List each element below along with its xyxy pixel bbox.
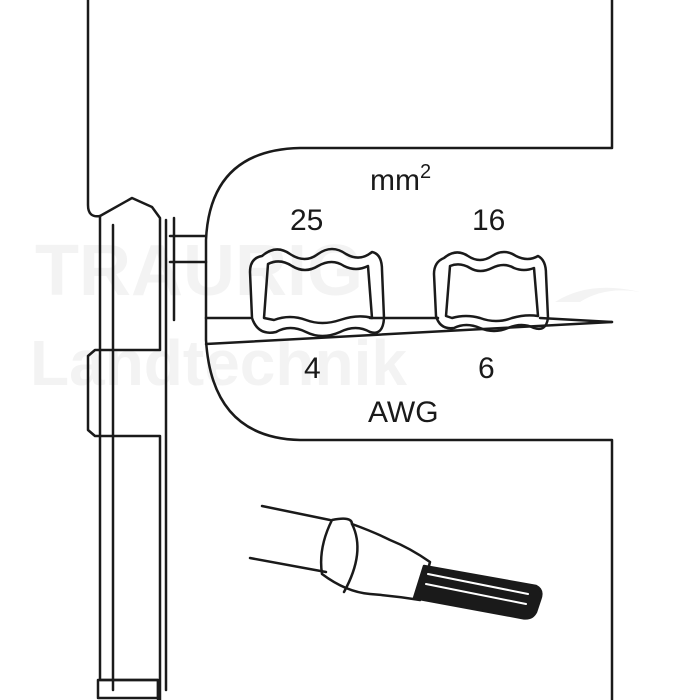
awg-size-4: 4 [304,352,321,385]
awg-size-6: 6 [478,352,495,385]
ferrule-tip [412,564,543,620]
die-body-right-edge [204,0,614,700]
ferrule-collar [342,522,359,594]
ferrule-tip-highlight [425,573,529,605]
watermark-line2: Landtechnik [30,327,407,399]
cable-insulation [248,504,332,574]
crimp-profile-25-inner [262,260,374,325]
unit-metric-label: mm2 [370,161,431,197]
jaw-foot [96,678,160,700]
crimp-profile-16-inner [444,263,540,323]
unit-awg-label: AWG [368,396,439,429]
watermark-swoosh-icon [555,287,640,302]
die-parting-line-upper [204,316,614,324]
ferrule-sleeve [319,517,432,602]
crimp-profile-25 [248,247,386,338]
metric-size-16: 16 [472,204,505,237]
crimp-profile-16 [432,250,550,333]
connecting-pin [168,216,208,322]
metric-size-25: 25 [290,204,323,237]
watermark-line1: TRAURIG [35,231,363,311]
